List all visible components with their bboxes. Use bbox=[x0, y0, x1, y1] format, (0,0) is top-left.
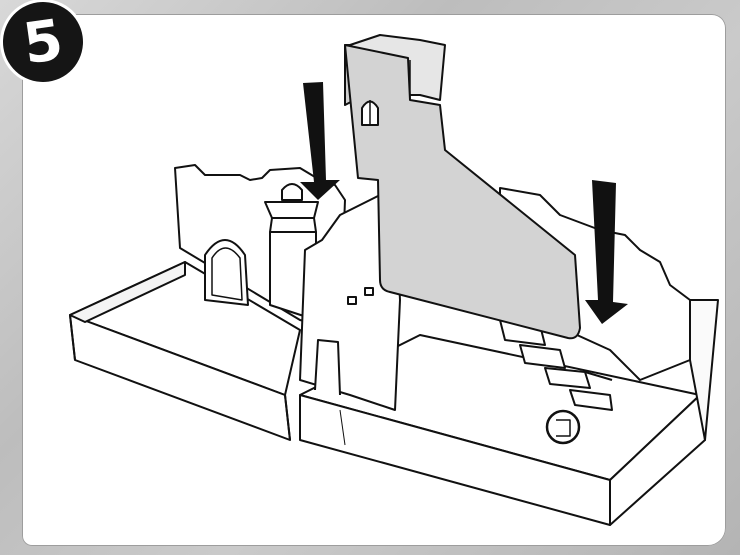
insert-arrow-left bbox=[300, 82, 340, 200]
